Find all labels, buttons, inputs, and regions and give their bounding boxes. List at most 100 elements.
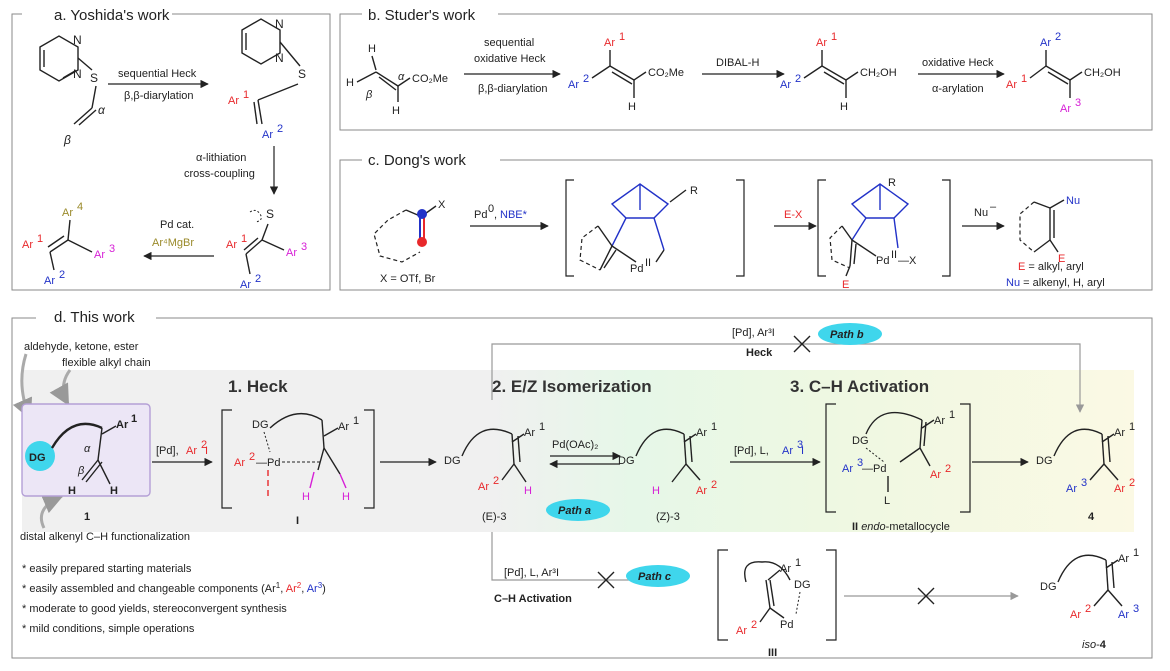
svg-text:Ar: Ar xyxy=(696,427,707,439)
svg-text:1: 1 xyxy=(539,421,545,433)
svg-text:H: H xyxy=(368,43,376,55)
svg-text:1: 1 xyxy=(831,31,837,43)
svg-text:2: 2 xyxy=(255,273,261,285)
svg-text:DG: DG xyxy=(29,452,46,464)
path-b-badge: Path b xyxy=(818,323,882,345)
svg-text:N: N xyxy=(275,51,284,65)
path-a-badge: Path a xyxy=(546,499,610,521)
svg-text:Pd: Pd xyxy=(780,619,793,631)
svg-text:Ar: Ar xyxy=(1114,427,1125,439)
svg-text:CH₂OH: CH₂OH xyxy=(1084,67,1121,79)
svg-text:2: 2 xyxy=(249,451,255,463)
svg-text:1: 1 xyxy=(243,89,249,101)
svg-text:Ar: Ar xyxy=(1114,483,1125,495)
acrylate: H H β α CO₂Me H xyxy=(346,43,448,117)
cyclic-alkenyl-substrate: X X = OTf, Br xyxy=(373,199,446,285)
svg-text:β,β-diarylation: β,β-diarylation xyxy=(124,90,194,102)
svg-text:—X: —X xyxy=(898,255,917,267)
svg-text:H: H xyxy=(840,101,848,113)
svg-text:Pd(OAc)₂: Pd(OAc)₂ xyxy=(552,439,598,451)
panel-d: d. This work 1. Heck 2. E/Z Isomerizatio… xyxy=(11,307,1153,659)
svg-text:2: 2 xyxy=(59,269,65,281)
svg-text:S: S xyxy=(266,207,274,221)
svg-text:II endo-metallocycle: II endo-metallocycle xyxy=(852,521,950,533)
bullet-2: * easily assembled and changeable compon… xyxy=(22,581,326,595)
svg-text:2: 2 xyxy=(1085,603,1091,615)
path-c-badge: Path c xyxy=(626,565,690,587)
svg-text:Ar: Ar xyxy=(226,239,237,251)
svg-text:S: S xyxy=(298,67,306,81)
svg-text:2: 2 xyxy=(1129,477,1135,489)
svg-text:,: , xyxy=(494,209,497,221)
panel-b: b. Studer's work H H β α CO₂Me H sequent… xyxy=(339,4,1153,131)
svg-text:flexible alkyl chain: flexible alkyl chain xyxy=(62,357,151,369)
svg-text:H: H xyxy=(524,485,532,497)
svg-text:oxidative Heck: oxidative Heck xyxy=(474,53,546,65)
bullet-3: * moderate to good yields, stereoconverg… xyxy=(22,603,287,615)
svg-text:Ar: Ar xyxy=(44,275,55,287)
panel-a: a. Yoshida's work N N S α β sequential H… xyxy=(11,4,331,291)
svg-text:Pd: Pd xyxy=(474,209,487,221)
svg-text:β,β-diarylation: β,β-diarylation xyxy=(478,83,548,95)
svg-text:4: 4 xyxy=(1088,511,1095,523)
svg-text:NBE*: NBE* xyxy=(500,209,528,221)
svg-text:cross-coupling: cross-coupling xyxy=(184,168,255,180)
svg-text:2: 2 xyxy=(493,475,499,487)
svg-text:R: R xyxy=(690,185,698,197)
svg-text:3: 3 xyxy=(1075,97,1081,109)
svg-text:Ar: Ar xyxy=(228,95,239,107)
svg-text:Ar: Ar xyxy=(604,37,615,49)
svg-text:1: 1 xyxy=(711,421,717,433)
svg-text:Ar: Ar xyxy=(1118,609,1129,621)
svg-text:H: H xyxy=(302,491,310,503)
svg-text:DG: DG xyxy=(444,455,461,467)
svg-text:1: 1 xyxy=(949,409,955,421)
svg-text:II: II xyxy=(645,257,651,269)
svg-text:Nu = alkenyl, H, aryl: Nu = alkenyl, H, aryl xyxy=(1006,277,1105,289)
stage-isomerization: 2. E/Z Isomerization xyxy=(492,377,652,396)
svg-text:Ar: Ar xyxy=(22,239,33,251)
svg-text:Ar: Ar xyxy=(94,249,105,261)
svg-text:–: – xyxy=(990,201,997,213)
svg-text:Nu: Nu xyxy=(974,207,988,219)
svg-text:H: H xyxy=(652,485,660,497)
difunctionalized-alkene: Nu E E = alkyl, aryl Nu = alkenyl, H, ar… xyxy=(1006,195,1105,289)
svg-text:α: α xyxy=(84,443,91,455)
svg-text:distal alkenyl C–H functionali: distal alkenyl C–H functionalization xyxy=(20,531,190,543)
svg-text:E: E xyxy=(842,279,849,291)
svg-text:Ar: Ar xyxy=(524,427,535,439)
svg-text:—Pd: —Pd xyxy=(862,463,886,475)
svg-text:DG: DG xyxy=(852,435,869,447)
svg-text:4: 4 xyxy=(77,201,83,213)
svg-text:3: 3 xyxy=(109,243,115,255)
svg-text:E: E xyxy=(1058,253,1065,265)
svg-text:2: 2 xyxy=(751,619,757,631)
svg-text:Pd: Pd xyxy=(876,255,889,267)
svg-text:X = OTf, Br: X = OTf, Br xyxy=(380,273,436,285)
svg-text:N: N xyxy=(73,33,82,47)
svg-text:E = alkyl, aryl: E = alkyl, aryl xyxy=(1018,261,1084,273)
svg-text:1: 1 xyxy=(1129,421,1135,433)
svg-text:X: X xyxy=(438,199,446,211)
bullet-1: * easily prepared starting materials xyxy=(22,563,192,575)
svg-text:oxidative Heck: oxidative Heck xyxy=(922,57,994,69)
svg-text:S: S xyxy=(90,71,98,85)
svg-text:DIBAL-H: DIBAL-H xyxy=(716,57,759,69)
svg-text:I: I xyxy=(801,445,804,457)
svg-text:(E)-3: (E)-3 xyxy=(482,511,506,523)
svg-text:Ar: Ar xyxy=(816,37,827,49)
svg-text:β: β xyxy=(63,133,71,147)
svg-text:Ar: Ar xyxy=(234,457,245,469)
